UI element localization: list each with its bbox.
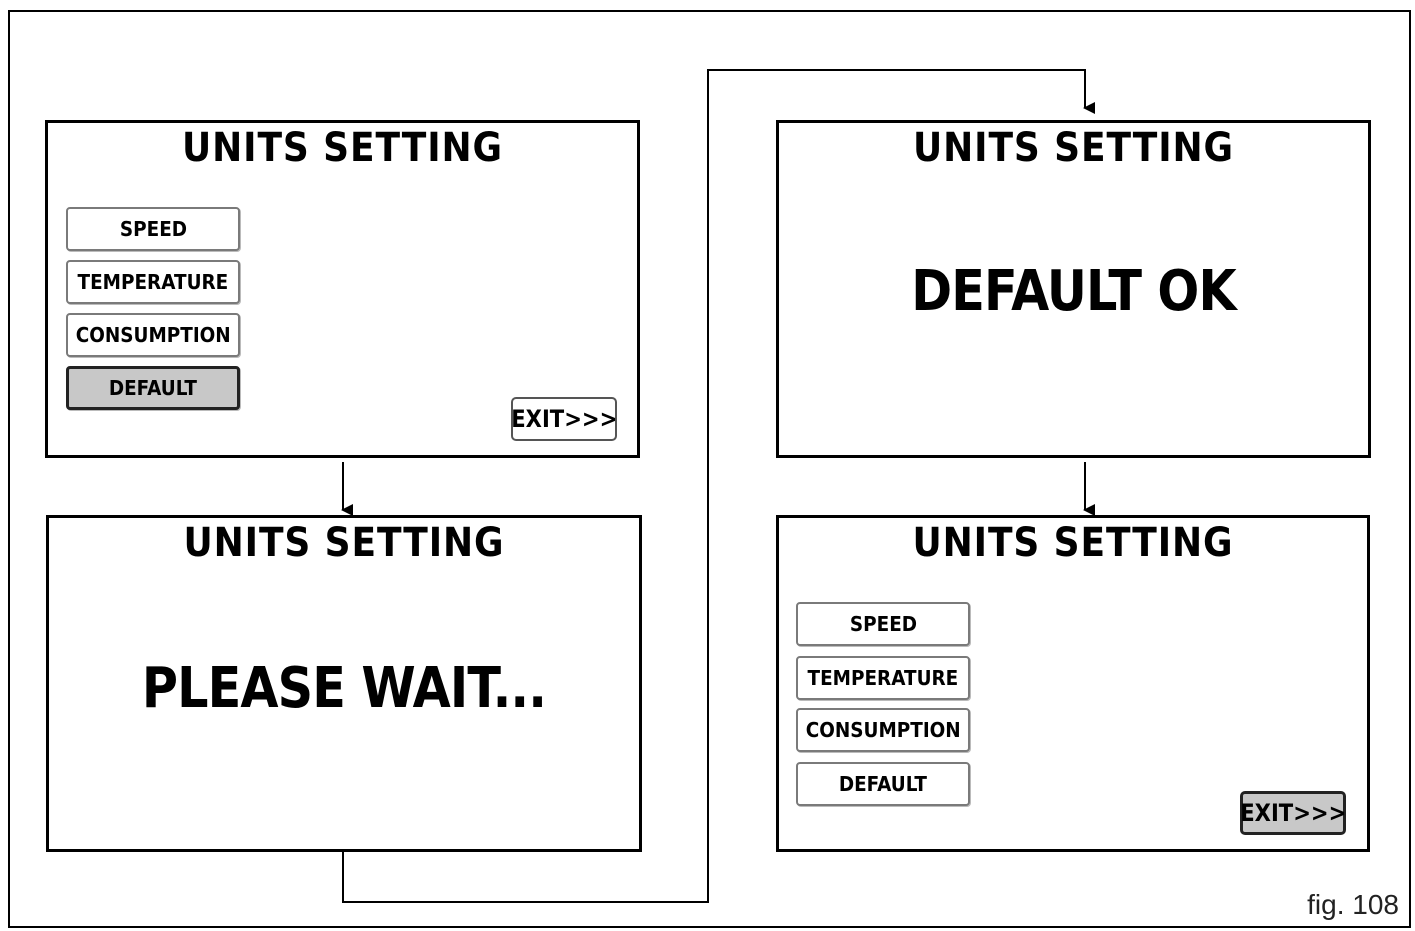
screen-title: UNITS SETTING [912, 520, 1234, 566]
screen-units-setting-menu-default: UNITS SETTING SPEED TEMPERATURE CONSUMPT… [45, 120, 640, 458]
status-message: DEFAULT OK [911, 259, 1236, 324]
exit-button[interactable]: EXIT>>> [511, 397, 617, 441]
menu-button-label: CONSUMPTION [75, 323, 231, 347]
menu-button-label: DEFAULT [838, 772, 928, 796]
screen-title: UNITS SETTING [181, 125, 503, 171]
menu-button-speed[interactable]: SPEED [796, 602, 970, 646]
screen-units-setting-menu-exit: UNITS SETTING SPEED TEMPERATURE CONSUMPT… [776, 515, 1370, 852]
menu-button-default[interactable]: DEFAULT [796, 762, 970, 806]
menu-button-consumption[interactable]: CONSUMPTION [66, 313, 240, 357]
menu-button-label: TEMPERATURE [77, 270, 229, 294]
figure-label: fig. 108 [1307, 889, 1399, 920]
menu-button-speed[interactable]: SPEED [66, 207, 240, 251]
menu-button-label: CONSUMPTION [805, 718, 961, 742]
menu-button-temperature[interactable]: TEMPERATURE [796, 656, 970, 700]
menu-button-label: SPEED [849, 612, 917, 636]
menu-button-temperature[interactable]: TEMPERATURE [66, 260, 240, 304]
menu-button-label: TEMPERATURE [807, 666, 959, 690]
menu-button-default[interactable]: DEFAULT [66, 366, 240, 410]
screen-title: UNITS SETTING [912, 125, 1234, 171]
screen-units-setting-please-wait: UNITS SETTING PLEASE WAIT... [46, 515, 642, 852]
figure-frame [8, 10, 1411, 928]
screen-units-setting-default-ok: UNITS SETTING DEFAULT OK [776, 120, 1371, 458]
exit-button-label: EXIT>>> [510, 405, 618, 433]
exit-button-label: EXIT>>> [1239, 799, 1347, 827]
screen-title: UNITS SETTING [183, 520, 505, 566]
status-message: PLEASE WAIT... [141, 656, 547, 721]
menu-button-label: DEFAULT [108, 376, 198, 400]
exit-button[interactable]: EXIT>>> [1240, 791, 1346, 835]
arrow-s2-to-s3 [342, 69, 1095, 903]
menu-button-consumption[interactable]: CONSUMPTION [796, 708, 970, 752]
menu-button-label: SPEED [119, 217, 187, 241]
